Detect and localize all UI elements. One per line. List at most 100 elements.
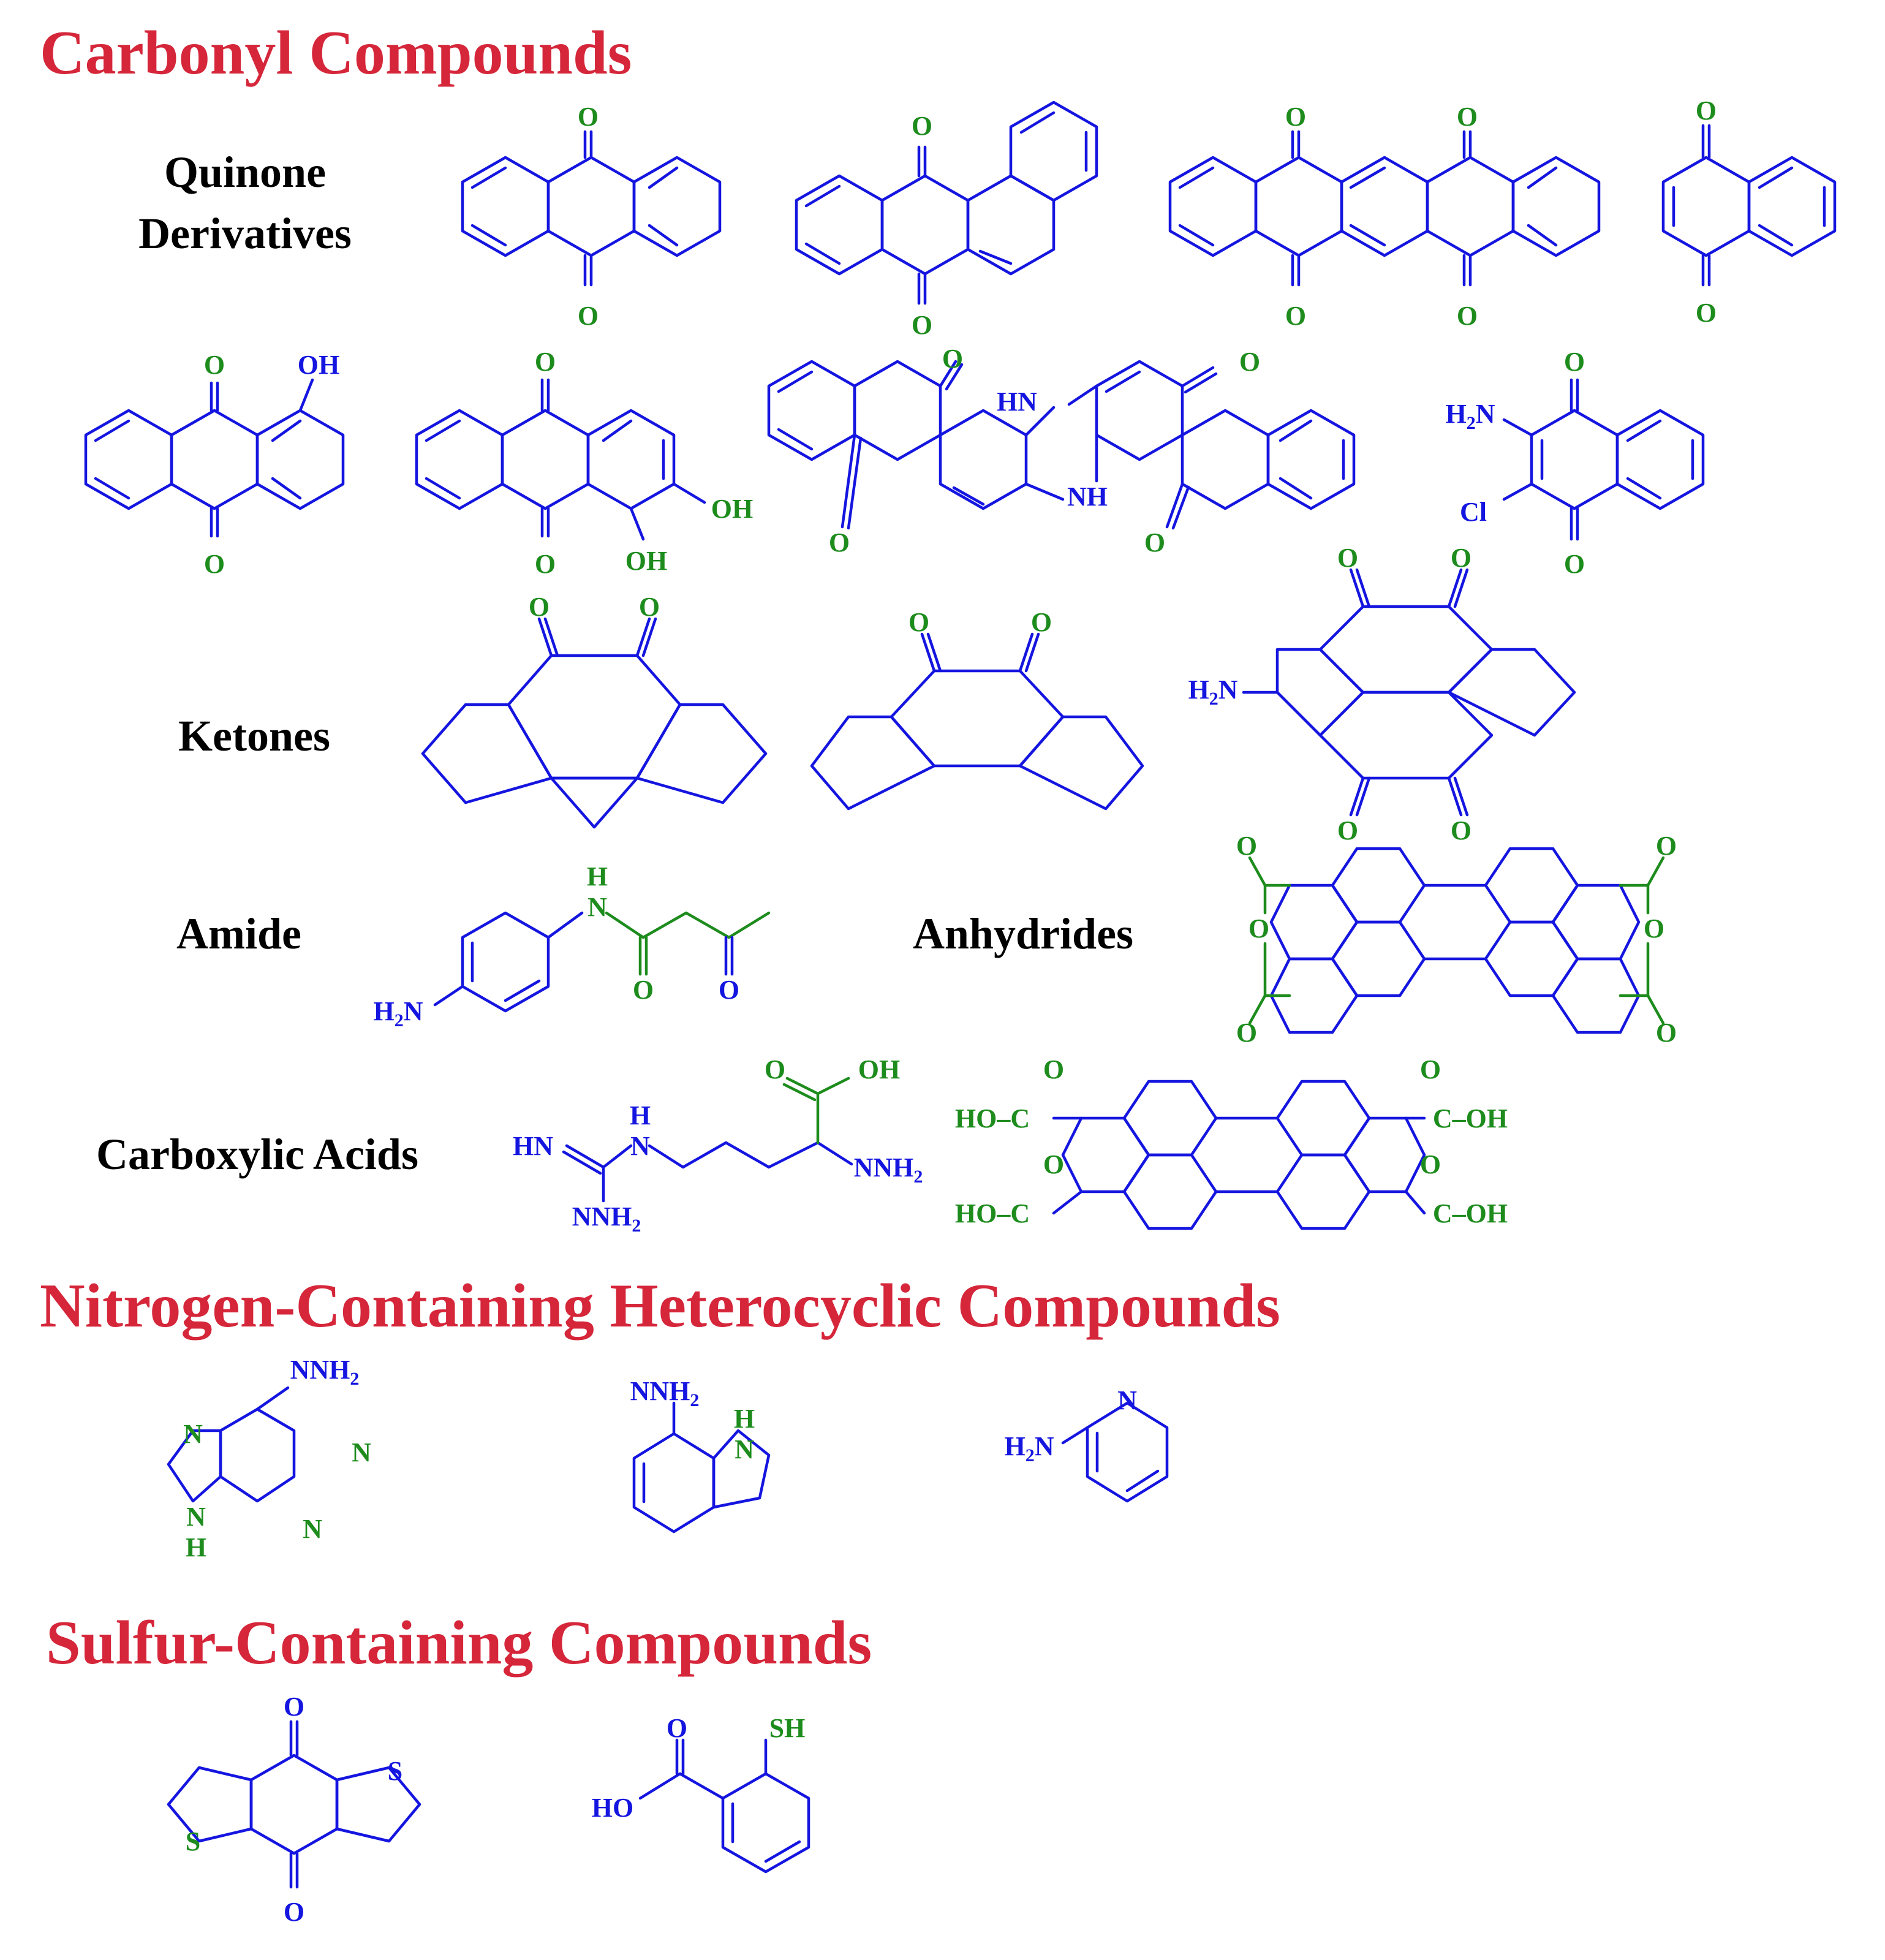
svg-text:O: O (1144, 528, 1165, 558)
svg-text:O: O (1285, 102, 1306, 132)
svg-text:O: O (1644, 914, 1664, 944)
molecule-benzanthraquinone: O O (795, 100, 1098, 340)
svg-text:O: O (1337, 815, 1358, 846)
svg-text:O: O (1564, 549, 1585, 579)
molecule-adenine: NNH2 N N N N H (167, 1355, 371, 1562)
section-title-sulfur: Sulfur-Containing Compounds (46, 1608, 872, 1678)
molecule-phenanthrenequinone: O O (810, 607, 1144, 811)
svg-text:O: O (1564, 347, 1585, 377)
svg-text:O: O (942, 344, 963, 374)
svg-text:O: O (909, 607, 929, 637)
svg-text:O: O (535, 549, 556, 579)
molecule-alizarin: O O OH OH (415, 347, 753, 579)
svg-text:O: O (639, 592, 660, 622)
svg-text:HO: HO (592, 1793, 633, 1823)
molecule-acetoacetanilide: H N O O H2N (373, 861, 771, 1031)
svg-text:O: O (1696, 298, 1717, 328)
svg-text:N: N (630, 1131, 650, 1161)
svg-text:NH: NH (1067, 482, 1108, 512)
molecule-naphthoquinone: O O (1661, 96, 1837, 328)
svg-text:O: O (1285, 301, 1306, 331)
molecule-aminopyridine: H2N N (1004, 1385, 1169, 1503)
svg-text:O: O (1239, 347, 1260, 377)
svg-text:HN: HN (513, 1131, 553, 1161)
svg-text:O: O (535, 347, 556, 377)
svg-text:O: O (284, 1692, 304, 1722)
molecule-hydroxyanthraquinone: O O OH (84, 350, 345, 579)
svg-text:Cl: Cl (1460, 497, 1487, 527)
svg-text:HO–C: HO–C (955, 1198, 1030, 1228)
svg-text:H2N: H2N (1445, 399, 1495, 433)
svg-text:O: O (204, 549, 225, 579)
svg-text:O: O (1457, 102, 1478, 132)
molecule-perylenetetracarboxylic-acid: O O HO–C HO–C O O C–OH C–OH (955, 1054, 1508, 1230)
svg-text:H: H (734, 1404, 755, 1434)
svg-text:S: S (388, 1756, 402, 1786)
svg-text:O: O (1451, 543, 1471, 573)
svg-text:HN: HN (997, 387, 1037, 417)
molecule-thiosalicylic-acid: O HO SH (592, 1713, 810, 1874)
molecule-aminoindole: NNH2 H N (630, 1376, 771, 1534)
svg-text:N: N (186, 1502, 206, 1532)
molecule-aminopyrenetetraone: O O O O H2N (1188, 543, 1576, 846)
svg-text:C–OH: C–OH (1433, 1198, 1508, 1228)
svg-text:O: O (1236, 1018, 1257, 1048)
class-label-quinone-1: Quinone (164, 148, 326, 197)
svg-text:OH: OH (858, 1054, 900, 1084)
svg-text:O: O (1031, 607, 1052, 637)
svg-text:O: O (578, 102, 599, 132)
molecule-benzodithiophenequinone: O O S S (167, 1692, 421, 1927)
svg-text:O: O (1656, 1018, 1677, 1048)
class-label-carboxylic-acids: Carboxylic Acids (96, 1130, 418, 1179)
svg-text:N: N (352, 1437, 371, 1467)
section-title-nitrogen: Nitrogen-Containing Heterocyclic Compoun… (40, 1271, 1280, 1341)
svg-text:H: H (186, 1532, 206, 1562)
svg-text:N: N (303, 1514, 322, 1544)
svg-text:O: O (633, 975, 654, 1005)
svg-text:NNH2: NNH2 (630, 1376, 700, 1410)
svg-text:O: O (1236, 831, 1257, 861)
svg-text:H: H (587, 861, 608, 891)
svg-text:O: O (1043, 1149, 1064, 1179)
molecule-pyrenedione: O O (421, 592, 768, 829)
svg-text:N: N (183, 1419, 203, 1449)
svg-text:NNH2: NNH2 (290, 1355, 360, 1389)
svg-text:OH: OH (298, 350, 339, 380)
svg-text:O: O (1420, 1149, 1441, 1179)
svg-text:O: O (578, 301, 599, 331)
svg-text:SH: SH (769, 1713, 806, 1743)
svg-text:O: O (1420, 1054, 1441, 1084)
svg-text:O: O (667, 1713, 687, 1743)
svg-text:N: N (587, 892, 607, 922)
svg-text:O: O (529, 592, 550, 622)
svg-text:NNH2: NNH2 (572, 1201, 641, 1236)
molecule-arginine: O OH HN H N NNH2 NNH2 (513, 1054, 923, 1236)
section-title-carbonyl: Carbonyl Compounds (40, 18, 632, 88)
svg-text:O: O (912, 310, 932, 340)
svg-text:H2N: H2N (373, 996, 423, 1031)
svg-text:O: O (912, 111, 932, 141)
svg-text:O: O (829, 528, 850, 558)
svg-text:S: S (186, 1826, 200, 1856)
class-label-ketones: Ketones (178, 711, 330, 760)
svg-text:H2N: H2N (1188, 675, 1237, 709)
svg-text:NNH2: NNH2 (854, 1152, 923, 1187)
svg-text:N: N (1117, 1385, 1137, 1415)
molecule-indanthrone: O O O O HN NH (767, 344, 1356, 558)
svg-text:H2N: H2N (1004, 1431, 1054, 1466)
class-label-amide: Amide (176, 909, 301, 958)
svg-text:O: O (204, 350, 225, 380)
class-label-quinone-2: Derivatives (138, 209, 352, 258)
molecule-pentacenetetrone: O O O O (1168, 102, 1601, 331)
svg-text:H: H (630, 1100, 651, 1130)
molecule-anthraquinone: O O (461, 102, 722, 331)
svg-text:C–OH: C–OH (1433, 1103, 1508, 1133)
svg-text:HO–C: HO–C (955, 1103, 1030, 1133)
svg-text:O: O (1451, 815, 1471, 846)
svg-text:O: O (1656, 831, 1677, 861)
svg-text:O: O (1248, 914, 1269, 944)
svg-text:O: O (284, 1897, 304, 1927)
svg-text:O: O (1696, 96, 1717, 126)
molecule-ptcda: O O O O O O (1236, 831, 1677, 1048)
